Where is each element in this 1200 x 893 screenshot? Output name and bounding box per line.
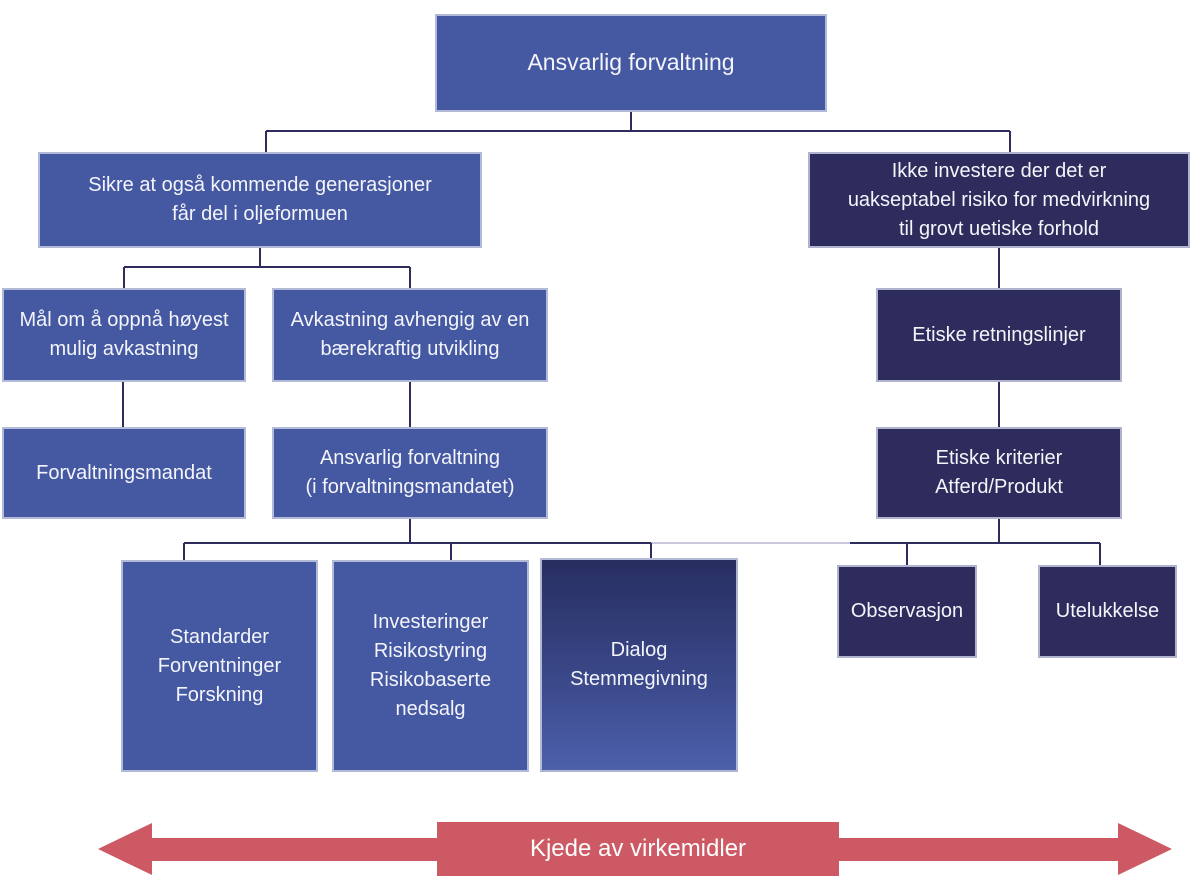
arrow-label-chain-of-instruments: Kjede av virkemidler [437,822,839,876]
box-standards-expectations-research: Standarder Forventninger Forskning [121,560,318,772]
box-dialog-voting: Dialog Stemmegivning [540,558,738,772]
box-no-unethical-investment: Ikke investere der det er uakseptabel ri… [808,152,1190,248]
box-responsible-management-root: Ansvarlig forvaltning [435,14,827,112]
box-sustainable-development: Avkastning avhengig av en bærekraftig ut… [272,288,548,382]
arrow-left-head-icon [98,823,152,875]
box-responsible-in-mandate: Ansvarlig forvaltning (i forvaltningsman… [272,427,548,519]
arrow-right-head-icon [1118,823,1172,875]
box-observation: Observasjon [837,565,977,658]
box-exclusion: Utelukkelse [1038,565,1177,658]
box-investments-risk: Investeringer Risikostyring Risikobasert… [332,560,529,772]
box-ethical-guidelines: Etiske retningslinjer [876,288,1122,382]
box-secure-generations: Sikre at også kommende generasjoner får … [38,152,482,248]
box-management-mandate: Forvaltningsmandat [2,427,246,519]
box-highest-return: Mål om å oppnå høyest mulig avkastning [2,288,246,382]
box-ethical-criteria: Etiske kriterier Atferd/Produkt [876,427,1122,519]
